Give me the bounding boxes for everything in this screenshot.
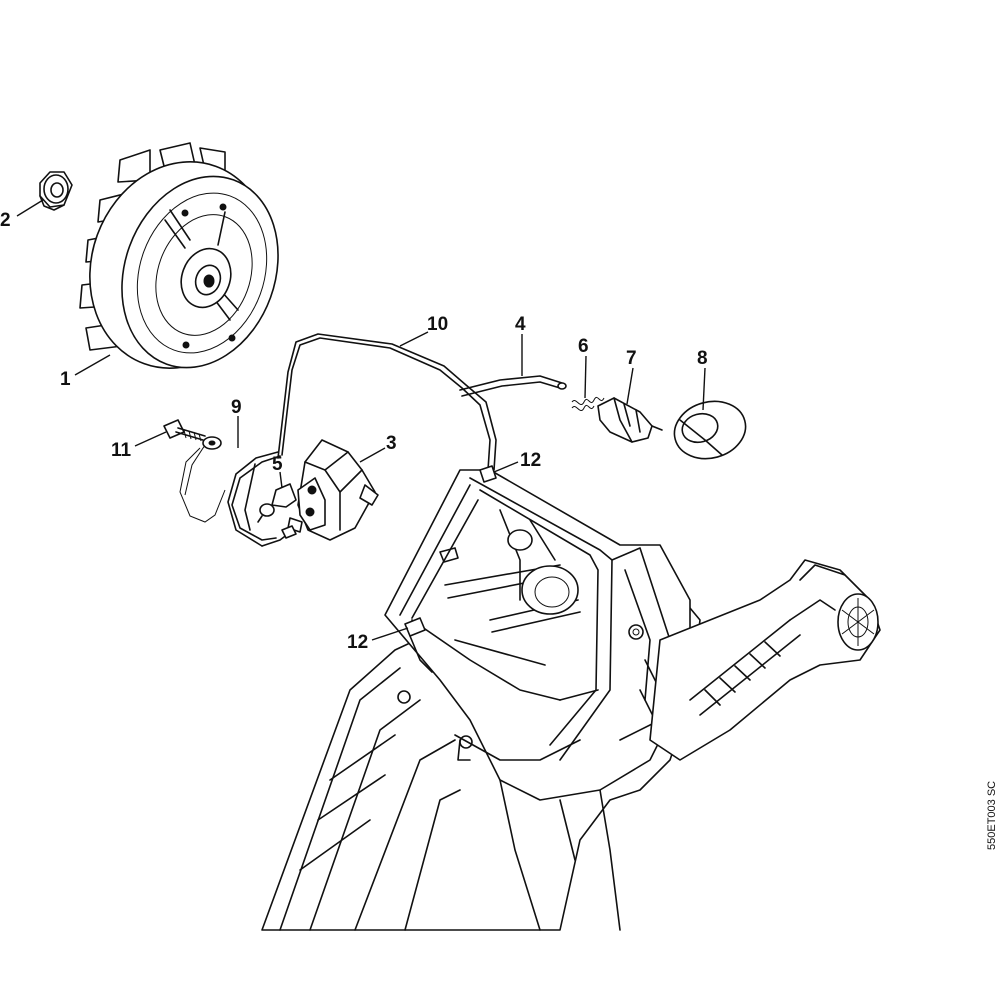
callout-8: 8 bbox=[697, 348, 708, 369]
leader-5 bbox=[279, 471, 283, 489]
callout-7: 7 bbox=[626, 348, 637, 369]
callouts: 1 2 3 4 5 6 7 8 9 10 11 12 12 bbox=[0, 210, 708, 653]
callout-4: 4 bbox=[515, 314, 526, 335]
crankcase-housing bbox=[261, 469, 701, 931]
callout-3: 3 bbox=[386, 433, 397, 454]
leader-2 bbox=[16, 199, 44, 217]
callout-12a: 12 bbox=[520, 450, 541, 471]
callout-6: 6 bbox=[578, 336, 589, 357]
spark-plug-boot-part bbox=[597, 397, 663, 443]
leader-12b bbox=[371, 627, 409, 641]
spring-part bbox=[571, 396, 605, 412]
leader-7 bbox=[626, 367, 634, 405]
callout-11: 11 bbox=[111, 440, 132, 461]
leader-6 bbox=[584, 355, 587, 399]
ignition-lead-wire bbox=[179, 333, 567, 547]
grommet-part bbox=[673, 400, 747, 460]
leader-1 bbox=[74, 354, 111, 376]
leader-10 bbox=[399, 331, 429, 347]
drawing-code: 550ET003 SC bbox=[986, 781, 998, 850]
callout-5: 5 bbox=[272, 454, 283, 475]
wire-clip-lower bbox=[404, 547, 459, 673]
callout-1: 1 bbox=[60, 369, 71, 390]
leader-lines bbox=[16, 199, 706, 641]
ignition-module-part bbox=[287, 439, 379, 541]
callout-10: 10 bbox=[427, 314, 448, 335]
callout-12b: 12 bbox=[347, 632, 368, 653]
flywheel-part bbox=[79, 142, 279, 369]
callout-9: 9 bbox=[231, 397, 242, 418]
ground-screw-part bbox=[163, 419, 222, 450]
leader-12a bbox=[493, 461, 519, 473]
leader-11 bbox=[134, 431, 167, 447]
leader-3 bbox=[359, 447, 386, 463]
wire-clip-upper bbox=[479, 465, 497, 483]
spark-plug-terminal-part bbox=[257, 483, 297, 523]
leader-8 bbox=[702, 367, 706, 411]
hex-nut-part bbox=[39, 171, 73, 211]
callout-2: 2 bbox=[0, 210, 11, 231]
rear-handle-frame bbox=[649, 559, 881, 761]
